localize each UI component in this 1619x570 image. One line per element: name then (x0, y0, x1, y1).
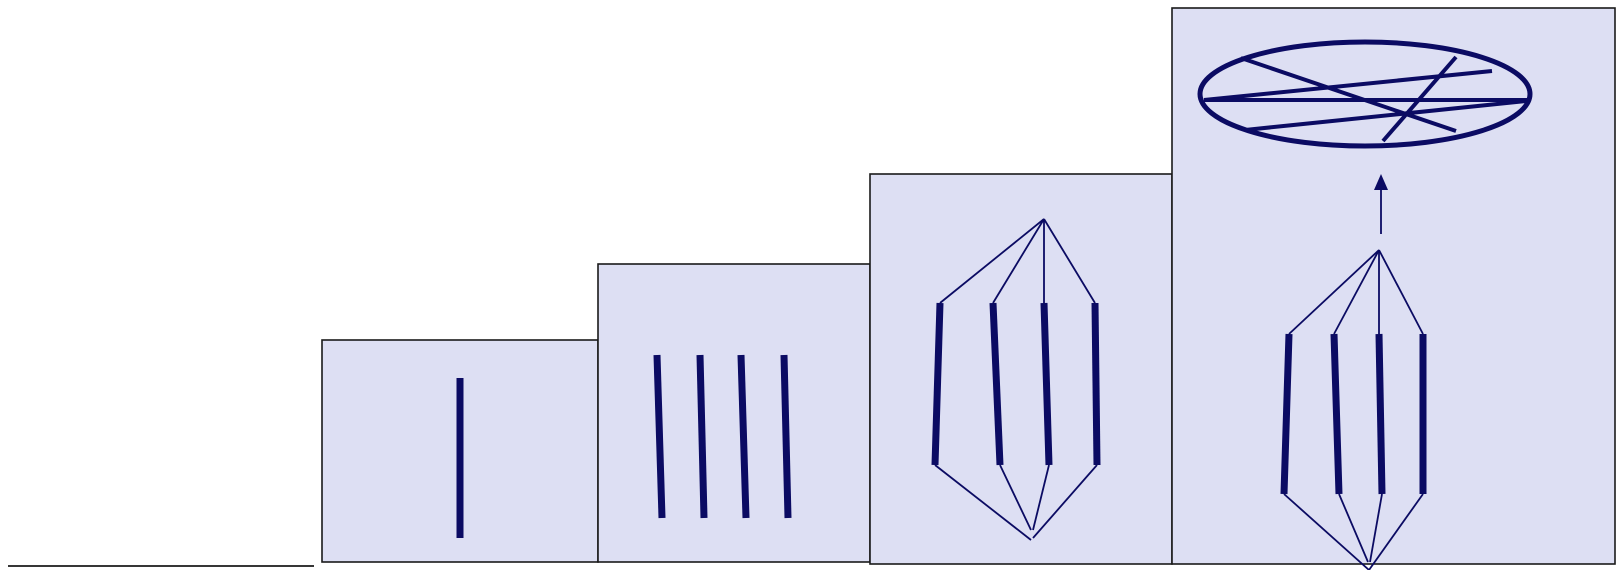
converging-line-bottom (1032, 464, 1098, 539)
panel-2 (597, 263, 871, 563)
up-arrow-head (1374, 174, 1388, 190)
bar (1091, 302, 1101, 466)
converging-line-top (1043, 218, 1096, 304)
bar (696, 354, 708, 519)
converging-line-bottom (1338, 493, 1369, 563)
bar (1375, 333, 1386, 495)
crossing-line (1240, 56, 1457, 133)
converging-line-bottom (1369, 493, 1383, 563)
bar (737, 354, 750, 519)
converging-line-top (992, 218, 1045, 304)
bar (931, 302, 944, 466)
crossing-line (1381, 55, 1458, 143)
converging-line-top (1333, 249, 1380, 335)
bar (1330, 333, 1343, 495)
bar (653, 354, 666, 519)
crossing-line (1203, 69, 1493, 102)
bar (1040, 302, 1053, 466)
converging-line-top (939, 218, 1045, 304)
panel-2-content (653, 354, 792, 519)
converging-line-bottom (1032, 464, 1050, 531)
bar (1280, 333, 1293, 495)
converging-line-bottom (1368, 493, 1424, 570)
converging-line-bottom (1283, 493, 1370, 570)
panel-3 (869, 173, 1173, 565)
converging-line-bottom (999, 464, 1032, 531)
converging-line-top (1378, 249, 1424, 335)
crossing-line (1244, 99, 1527, 132)
panel-4 (1171, 7, 1616, 565)
bar (780, 354, 792, 519)
panel-3-content (931, 218, 1101, 541)
panel-4-content (1197, 39, 1533, 570)
converging-line-top (1288, 249, 1380, 335)
converging-line-bottom (934, 464, 1032, 541)
ellipse (1197, 39, 1533, 149)
bar (989, 302, 1004, 466)
